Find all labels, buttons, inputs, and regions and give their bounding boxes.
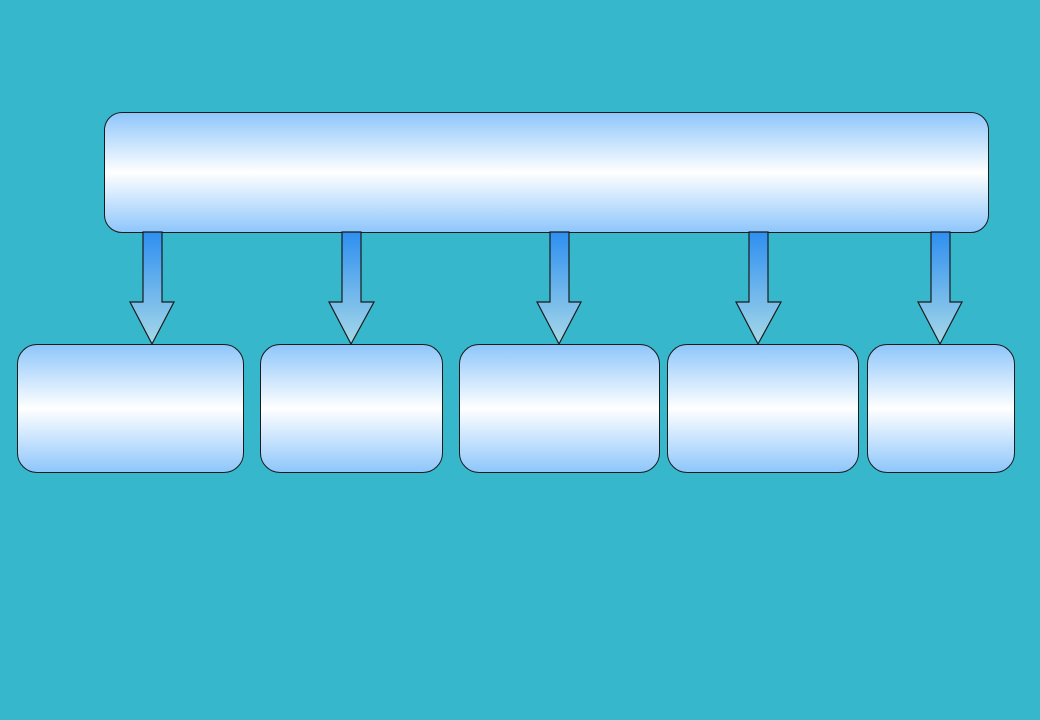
down-arrow-icon bbox=[536, 231, 582, 346]
top-box bbox=[104, 112, 989, 233]
child-box-4 bbox=[667, 344, 859, 473]
child-box-5 bbox=[867, 344, 1015, 473]
child-box-1 bbox=[17, 344, 244, 473]
child-box-2 bbox=[260, 344, 443, 473]
arrow-4 bbox=[917, 231, 963, 346]
down-arrow-icon bbox=[917, 231, 963, 346]
arrow-3 bbox=[735, 231, 783, 346]
arrow-0 bbox=[129, 231, 175, 346]
down-arrow-icon bbox=[129, 231, 175, 346]
arrow-1 bbox=[328, 231, 376, 346]
down-arrow-icon bbox=[328, 231, 376, 346]
child-box-3 bbox=[459, 344, 660, 473]
down-arrow-icon bbox=[735, 231, 783, 346]
arrow-2 bbox=[536, 231, 582, 346]
